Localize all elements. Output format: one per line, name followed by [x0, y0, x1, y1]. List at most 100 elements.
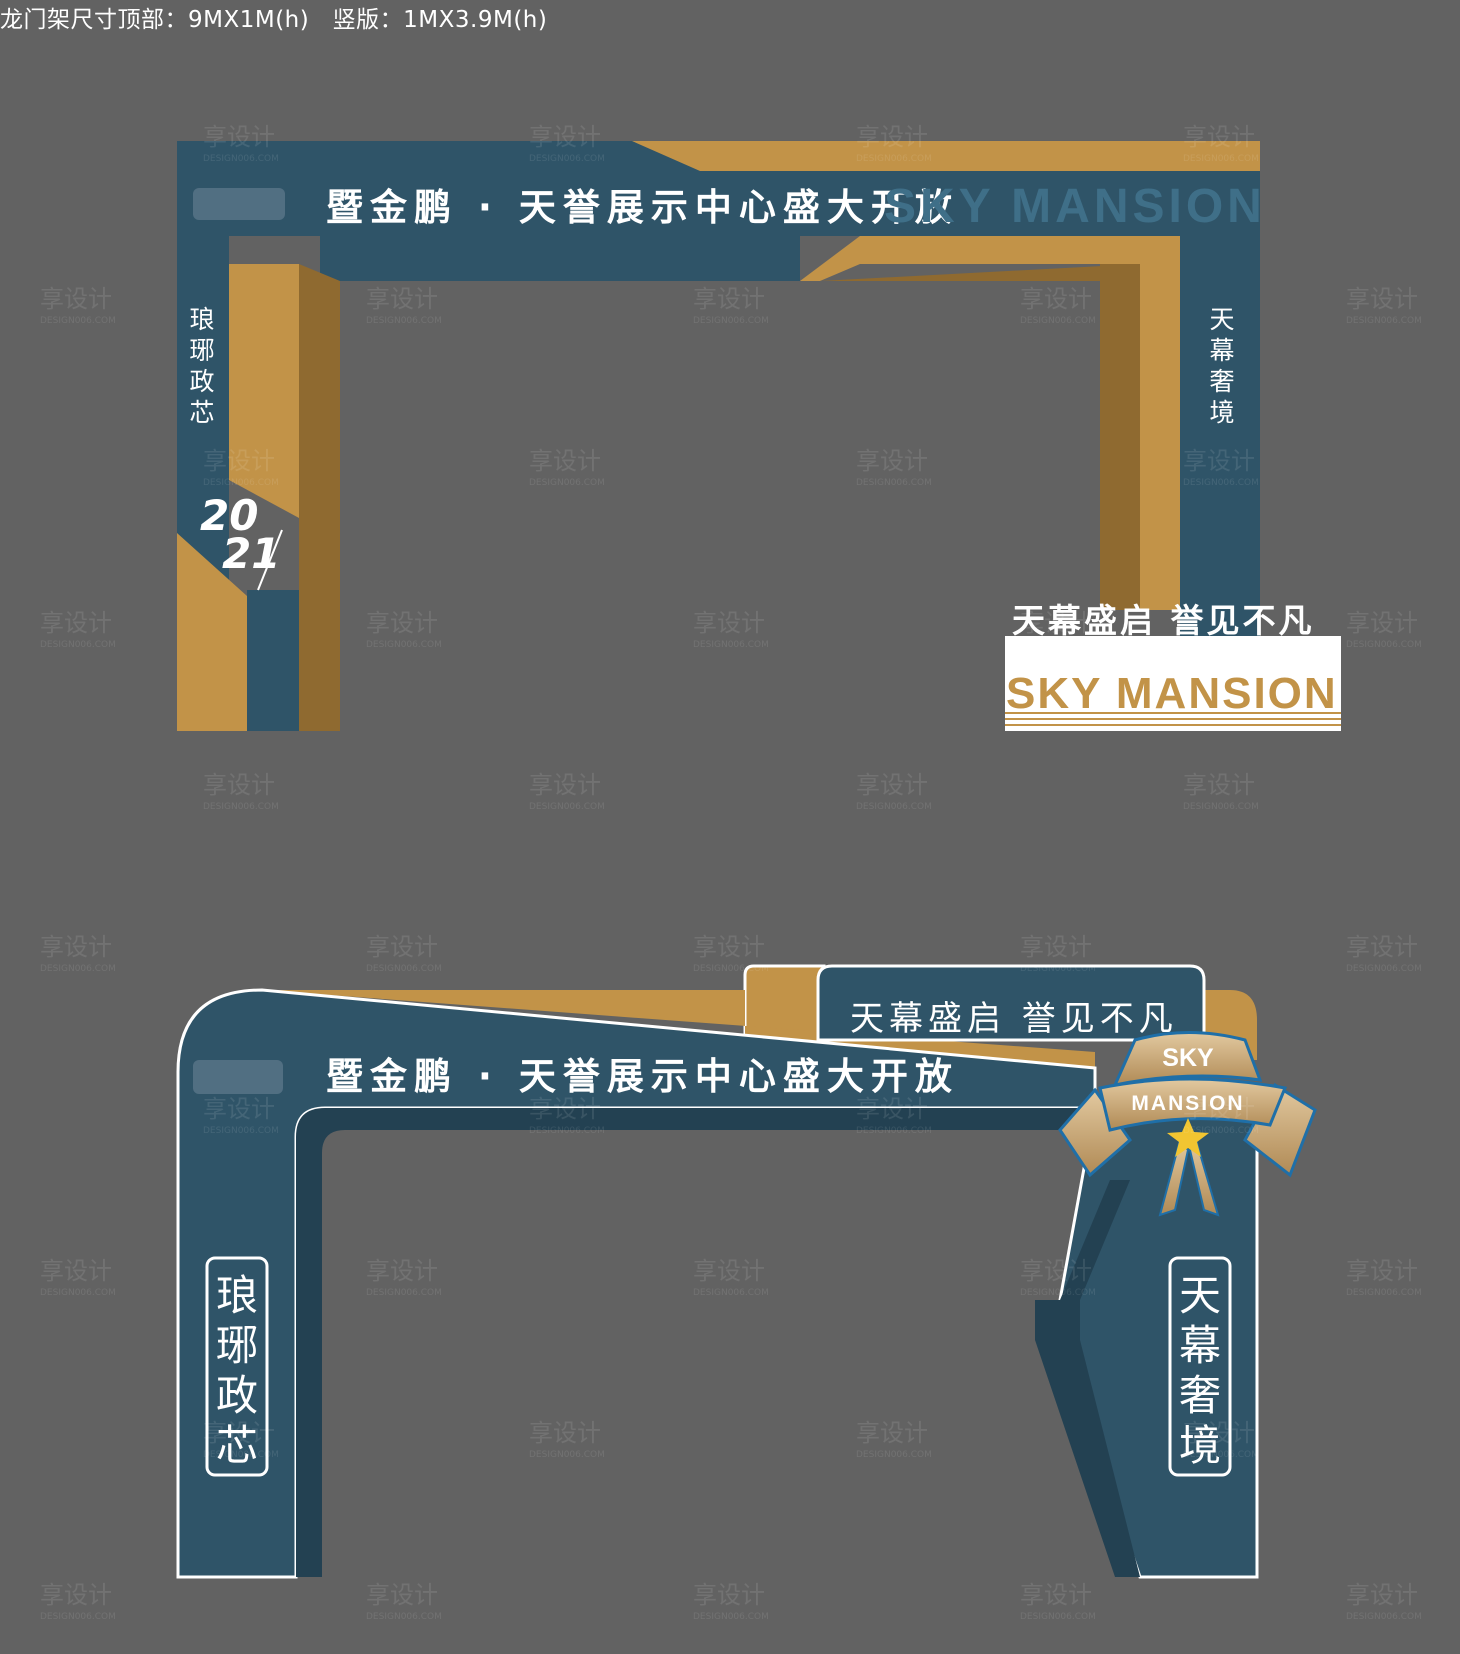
watermark-en: DESIGN006.COM	[366, 1288, 442, 1298]
watermark-cn: 享设计	[693, 1581, 765, 1609]
design-b-left-vertical-text: 琅 琊 政 芯	[216, 1271, 258, 1470]
watermark-en: DESIGN006.COM	[366, 316, 442, 326]
watermark-cn: 享设计	[693, 1257, 765, 1285]
watermark-en: DESIGN006.COM	[856, 1126, 932, 1136]
watermark-cn: 享设计	[1020, 1581, 1092, 1609]
design-b-right-text-frame	[1168, 1256, 1232, 1477]
watermark-en: DESIGN006.COM	[529, 1450, 605, 1460]
watermark-en: DESIGN006.COM	[40, 1612, 116, 1622]
watermark-cn: 享设计	[1020, 285, 1092, 313]
watermark-cn: 享设计	[40, 285, 112, 313]
design-a-gold-band-right	[800, 236, 1180, 610]
watermark-cn: 享设计	[1183, 1095, 1255, 1123]
watermark-cn: 享设计	[1183, 123, 1255, 151]
design-a-slogan: 天幕盛启 誉见不凡	[1012, 601, 1315, 640]
watermark-cn: 享设计	[203, 1095, 275, 1123]
watermark-cn: 享设计	[1346, 609, 1418, 637]
watermark-en: DESIGN006.COM	[693, 1612, 769, 1622]
watermark-layer: 享设计 DESIGN006.COM 享设计 DESIGN006.COM 享设计 DESIG…	[40, 123, 1422, 1622]
watermark-cn: 享设计	[203, 447, 275, 475]
svg-text:SKY: SKY	[1162, 1044, 1214, 1072]
watermark-cn: 享设计	[366, 285, 438, 313]
star-icon	[1167, 1118, 1209, 1157]
watermark-en: DESIGN006.COM	[693, 964, 769, 974]
watermark-en: DESIGN006.COM	[1020, 964, 1096, 974]
svg-text:境: 境	[1209, 398, 1234, 427]
watermark-en: DESIGN006.COM	[203, 154, 279, 164]
svg-text:幕: 幕	[1209, 336, 1234, 365]
svg-text:境: 境	[1179, 1421, 1221, 1470]
watermark-cn: 享设计	[693, 609, 765, 637]
svg-text:奢: 奢	[1179, 1371, 1221, 1420]
watermark-cn: 享设计	[856, 123, 928, 151]
design-a-right-vertical-text: 天 幕 奢 境	[1209, 305, 1234, 427]
watermark-cn: 享设计	[1346, 1257, 1418, 1285]
watermark-en: DESIGN006.COM	[40, 640, 116, 650]
svg-text:20: 20	[200, 491, 258, 540]
watermark-cn: 享设计	[1183, 771, 1255, 799]
svg-text:天: 天	[1209, 305, 1234, 334]
watermark-en: DESIGN006.COM	[529, 478, 605, 488]
watermark-en: DESIGN006.COM	[1183, 802, 1259, 812]
watermark-en: DESIGN006.COM	[1183, 1126, 1259, 1136]
watermark-en: DESIGN006.COM	[366, 964, 442, 974]
watermark-en: DESIGN006.COM	[366, 640, 442, 650]
svg-text:琅: 琅	[216, 1271, 258, 1320]
watermark-en: DESIGN006.COM	[1020, 640, 1096, 650]
watermark-cn: 享设计	[1346, 1581, 1418, 1609]
design-b-slogan-box	[816, 964, 1206, 1042]
watermark-en: DESIGN006.COM	[856, 154, 932, 164]
watermark-cn: 享设计	[529, 1095, 601, 1123]
design-a-logo-text: SKY MANSION	[1006, 669, 1338, 718]
watermark-en: DESIGN006.COM	[1183, 1450, 1259, 1460]
watermark-en: DESIGN006.COM	[693, 1288, 769, 1298]
design-b-arch	[176, 964, 1259, 1579]
watermark-en: DESIGN006.COM	[40, 1288, 116, 1298]
watermark-en: DESIGN006.COM	[40, 964, 116, 974]
design-b-slogan: 天幕盛启 誉见不凡	[850, 999, 1178, 1039]
watermark-en: DESIGN006.COM	[40, 316, 116, 326]
watermark-cn: 享设计	[1020, 609, 1092, 637]
watermark-cn: 享设计	[529, 447, 601, 475]
watermark-en: DESIGN006.COM	[1346, 964, 1422, 974]
watermark-en: DESIGN006.COM	[856, 478, 932, 488]
watermark-en: DESIGN006.COM	[203, 478, 279, 488]
watermark-en: DESIGN006.COM	[1020, 1288, 1096, 1298]
watermark-cn: 享设计	[1346, 933, 1418, 961]
watermark-cn: 享设计	[1183, 1419, 1255, 1447]
watermark-en: DESIGN006.COM	[693, 640, 769, 650]
watermark-cn: 享设计	[203, 771, 275, 799]
watermark-en: DESIGN006.COM	[1183, 478, 1259, 488]
watermark-cn: 享设计	[40, 1257, 112, 1285]
watermark-cn: 享设计	[1346, 285, 1418, 313]
svg-text:政: 政	[216, 1371, 258, 1420]
watermark-cn: 享设计	[529, 1419, 601, 1447]
svg-text:MANSION: MANSION	[1131, 1092, 1244, 1115]
watermark-cn: 享设计	[529, 771, 601, 799]
svg-text:21: 21	[222, 529, 280, 578]
design-a-year: 20 21	[200, 491, 283, 591]
watermark-cn: 享设计	[856, 771, 928, 799]
watermark-en: DESIGN006.COM	[1346, 316, 1422, 326]
watermark-en: DESIGN006.COM	[529, 154, 605, 164]
watermark-en: DESIGN006.COM	[529, 802, 605, 812]
svg-text:政: 政	[189, 367, 214, 396]
watermark-cn: 享设计	[1020, 933, 1092, 961]
design-b-right-pillar	[1058, 1106, 1259, 1579]
watermark-en: DESIGN006.COM	[203, 1450, 279, 1460]
watermark-cn: 享设计	[693, 285, 765, 313]
watermark-en: DESIGN006.COM	[856, 802, 932, 812]
watermark-cn: 享设计	[1020, 1257, 1092, 1285]
watermark-en: DESIGN006.COM	[529, 1126, 605, 1136]
watermark-cn: 享设计	[203, 123, 275, 151]
size-spec-label: 龙门架尺寸顶部：9MX1M(h) 竖版：1MX3.9M(h)	[0, 7, 548, 33]
svg-text:幕: 幕	[1179, 1321, 1221, 1370]
watermark-en: DESIGN006.COM	[203, 1126, 279, 1136]
svg-text:琊: 琊	[216, 1321, 258, 1370]
watermark-cn: 享设计	[529, 123, 601, 151]
design-b-left-text-frame	[205, 1256, 269, 1477]
watermark-cn: 享设计	[366, 1581, 438, 1609]
watermark-cn: 享设计	[856, 1095, 928, 1123]
watermark-cn: 享设计	[693, 933, 765, 961]
